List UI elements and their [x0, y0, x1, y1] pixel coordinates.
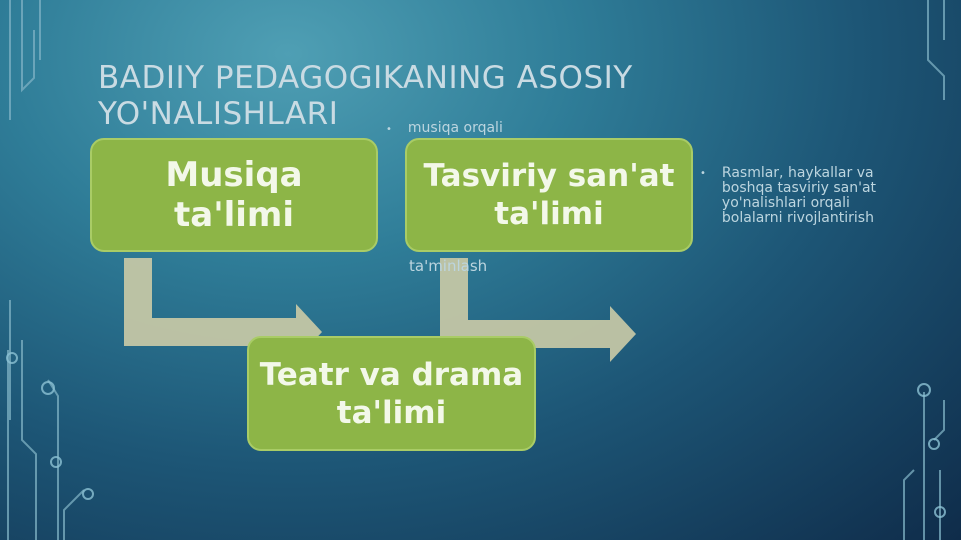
bullet-dot: •	[700, 168, 706, 179]
note-top: • musiqa orqali	[386, 121, 503, 137]
theatre-education-box: Teatr va drama ta'limi	[247, 336, 536, 451]
music-education-box: Musiqa ta'limi	[90, 138, 378, 252]
slide-title: BADIIY PEDAGOGIKANING ASOSIY YO'NALISHLA…	[98, 60, 718, 132]
bullet-dot: •	[386, 124, 392, 135]
title-line-2: YO'NALISHLARI	[98, 96, 339, 132]
note-middle-fragment: ta'minlash	[409, 257, 488, 275]
arrow-left	[124, 258, 322, 360]
note-right-text: Rasmlar, haykallar va boshqa tasviriy sa…	[721, 165, 877, 226]
title-line-1: BADIIY PEDAGOGIKANING ASOSIY	[98, 60, 633, 96]
fine-art-education-box: Tasviriy san'at ta'limi	[405, 138, 693, 252]
note-top-text: musiqa orqali	[407, 120, 503, 136]
note-right: • Rasmlar, haykallar va boshqa tasviriy …	[700, 166, 900, 226]
